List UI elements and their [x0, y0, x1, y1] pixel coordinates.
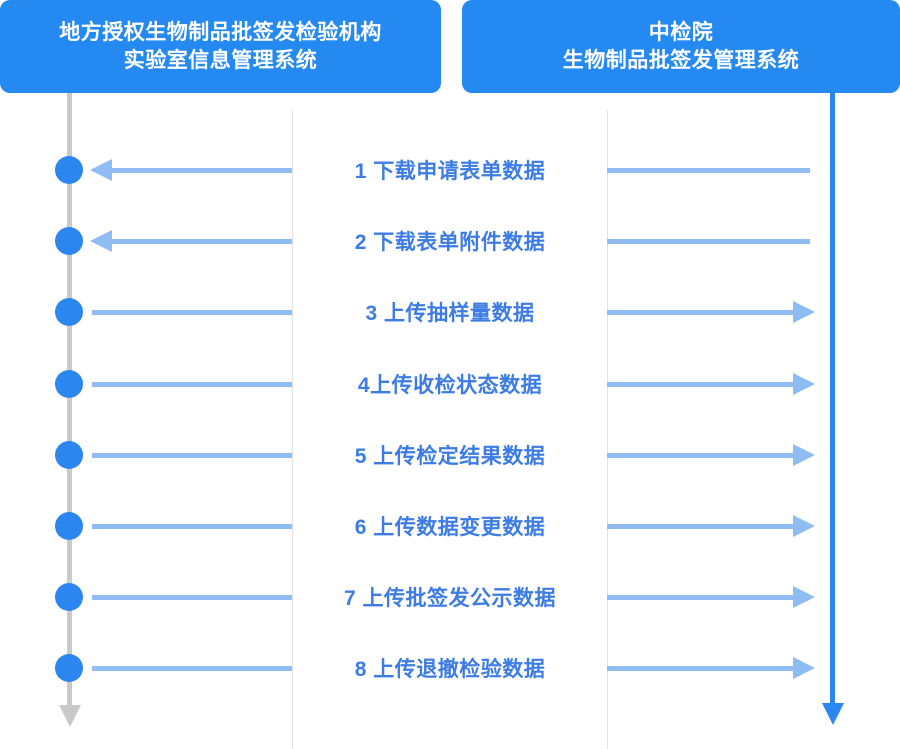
message-row[interactable]: 7 上传批签发公示数据 — [0, 577, 900, 617]
message-line-left — [92, 666, 292, 672]
message-line-left — [110, 239, 292, 245]
message-label: 2 下载表单附件数据 — [354, 231, 546, 255]
message-label: 8 上传退撤检验数据 — [354, 658, 546, 682]
arrow-down-icon — [58, 705, 81, 727]
arrow-right-icon — [793, 372, 815, 395]
message-row[interactable]: 3 上传抽样量数据 — [0, 292, 900, 332]
left-lifeline-stem — [67, 93, 72, 713]
message-line-right — [607, 452, 795, 458]
column-divider-left — [292, 110, 293, 749]
arrow-left-icon — [90, 159, 112, 181]
arrow-right-icon — [793, 443, 815, 466]
message-line-left — [110, 168, 292, 173]
message-label: 4上传收检状态数据 — [357, 373, 543, 397]
actor-header-left: 地方授权生物制品批签发检验机构 实验室信息管理系统 — [0, 0, 441, 93]
message-label: 3 上传抽样量数据 — [365, 302, 535, 326]
arrow-down-icon — [821, 703, 844, 725]
lifeline-node-dot — [55, 583, 83, 612]
lifeline-node-dot — [55, 369, 83, 398]
column-divider-right — [607, 110, 608, 749]
message-line-left — [92, 452, 292, 458]
message-row[interactable]: 8 上传退撤检验数据 — [0, 648, 900, 688]
actor-header-right-line2: 生物制品批签发管理系统 — [562, 48, 800, 72]
message-label: 5 上传检定结果数据 — [354, 444, 546, 468]
lifeline-node-dot — [55, 440, 83, 469]
message-label: 1 下载申请表单数据 — [354, 160, 546, 183]
arrow-left-icon — [90, 230, 112, 253]
lifeline-node-dot — [55, 156, 83, 184]
actor-header-left-line1: 地方授权生物制品批签发检验机构 — [59, 20, 382, 44]
message-line-right — [607, 168, 810, 173]
message-line-left — [92, 381, 292, 387]
message-line-right — [607, 524, 795, 529]
arrow-right-icon — [793, 515, 815, 537]
right-lifeline-stem — [830, 93, 835, 711]
message-line-right — [607, 239, 810, 245]
actor-header-left-line2: 实验室信息管理系统 — [123, 48, 318, 72]
message-line-left — [92, 310, 292, 316]
message-line-right — [607, 381, 795, 387]
left-lifeline — [58, 93, 81, 749]
actor-header-right-line1: 中检院 — [648, 20, 714, 44]
right-lifeline — [821, 93, 844, 749]
message-line-left — [92, 595, 292, 601]
message-row[interactable]: 4上传收检状态数据 — [0, 364, 900, 404]
message-label: 7 上传批签发公示数据 — [343, 587, 556, 611]
arrow-right-icon — [793, 301, 815, 324]
actor-header-right: 中检院 生物制品批签发管理系统 — [462, 0, 900, 93]
message-row[interactable]: 5 上传检定结果数据 — [0, 435, 900, 475]
message-line-right — [607, 595, 795, 601]
message-row[interactable]: 2 下载表单附件数据 — [0, 221, 900, 261]
message-label: 6 上传数据变更数据 — [354, 516, 546, 539]
message-row[interactable]: 6 上传数据变更数据 — [0, 506, 900, 546]
arrow-right-icon — [793, 586, 815, 609]
message-line-right — [607, 310, 795, 316]
lifeline-node-dot — [55, 512, 83, 540]
arrow-right-icon — [793, 657, 815, 680]
message-row[interactable]: 1 下载申请表单数据 — [0, 150, 900, 190]
lifeline-node-dot — [55, 227, 83, 256]
lifeline-node-dot — [55, 654, 83, 683]
message-line-right — [607, 666, 795, 672]
lifeline-node-dot — [55, 298, 83, 327]
message-line-left — [92, 524, 292, 529]
